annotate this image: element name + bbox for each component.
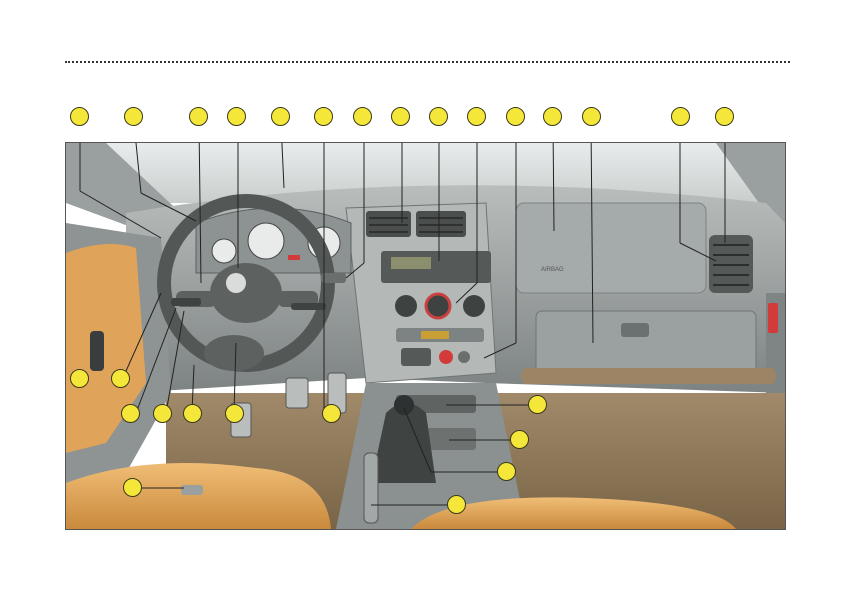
callout-marker-top-11 [506, 107, 525, 126]
warning-light-red [288, 255, 300, 260]
callout-marker-top-15 [715, 107, 734, 126]
left-door-trim [66, 244, 146, 453]
glove-box [535, 310, 757, 374]
ashtray [401, 348, 431, 366]
callout-marker-top-6 [314, 107, 333, 126]
glove-box-handle [621, 323, 649, 337]
left-stalk [171, 298, 201, 306]
callout-marker-side-1 [70, 369, 89, 388]
radio-display [391, 257, 431, 269]
climate-knob-right [463, 295, 485, 317]
callout-marker-side-4 [153, 404, 172, 423]
leader-lines [79, 143, 726, 506]
climate-knob-center [424, 292, 452, 320]
clock-display [421, 331, 449, 339]
callout-marker-side-5 [183, 404, 202, 423]
callout-marker-top-10 [467, 107, 486, 126]
ignition-area [321, 273, 346, 283]
callout-marker-top-7 [353, 107, 372, 126]
handbrake-lever [363, 452, 379, 524]
callout-marker-top-2 [124, 107, 143, 126]
callout-marker-side-12 [123, 478, 142, 497]
callout-marker-side-6 [225, 404, 244, 423]
callout-marker-side-9 [510, 430, 529, 449]
lighter-button [458, 351, 470, 363]
dashboard-drawing: AIRBAG [66, 143, 785, 529]
center-vent-left [366, 211, 411, 237]
speedometer [247, 222, 285, 260]
hazard-switch-right [768, 303, 778, 333]
right-pillar [716, 143, 785, 223]
fuel-gauge [211, 238, 237, 264]
callout-marker-top-4 [227, 107, 246, 126]
callout-marker-side-11 [447, 495, 466, 514]
steering-wheel-airbag-pad [204, 335, 264, 371]
passenger-seat [411, 497, 736, 529]
callout-marker-top-5 [271, 107, 290, 126]
callout-marker-top-8 [391, 107, 410, 126]
callout-marker-side-2 [111, 369, 130, 388]
door-handle [90, 331, 104, 371]
callout-marker-side-3 [121, 404, 140, 423]
callout-marker-top-13 [582, 107, 601, 126]
callout-marker-side-8 [528, 395, 547, 414]
climate-knob-left [395, 295, 417, 317]
peugeot-logo [226, 273, 246, 293]
dotted-divider [65, 61, 790, 63]
passenger-airbag-panel [515, 202, 707, 294]
airbag-badge-text: AIRBAG [541, 267, 564, 273]
right-stalk [291, 303, 326, 310]
seat-adjust-lever [181, 485, 203, 495]
hazard-button-center [439, 350, 453, 364]
callout-marker-top-1 [70, 107, 89, 126]
callout-marker-top-9 [429, 107, 448, 126]
gear-lever-boot [371, 403, 436, 483]
callout-marker-side-7 [322, 404, 341, 423]
dashboard-illustration: AIRBAG [65, 142, 786, 530]
glove-box-lower-trim [521, 368, 776, 384]
gear-knob [394, 395, 414, 415]
callout-marker-top-3 [189, 107, 208, 126]
callout-marker-top-14 [671, 107, 690, 126]
callout-marker-top-12 [543, 107, 562, 126]
pedal-brake [285, 377, 309, 409]
center-vent-right [416, 211, 466, 237]
callout-marker-side-10 [497, 462, 516, 481]
steering-wheel-hub [210, 263, 282, 323]
